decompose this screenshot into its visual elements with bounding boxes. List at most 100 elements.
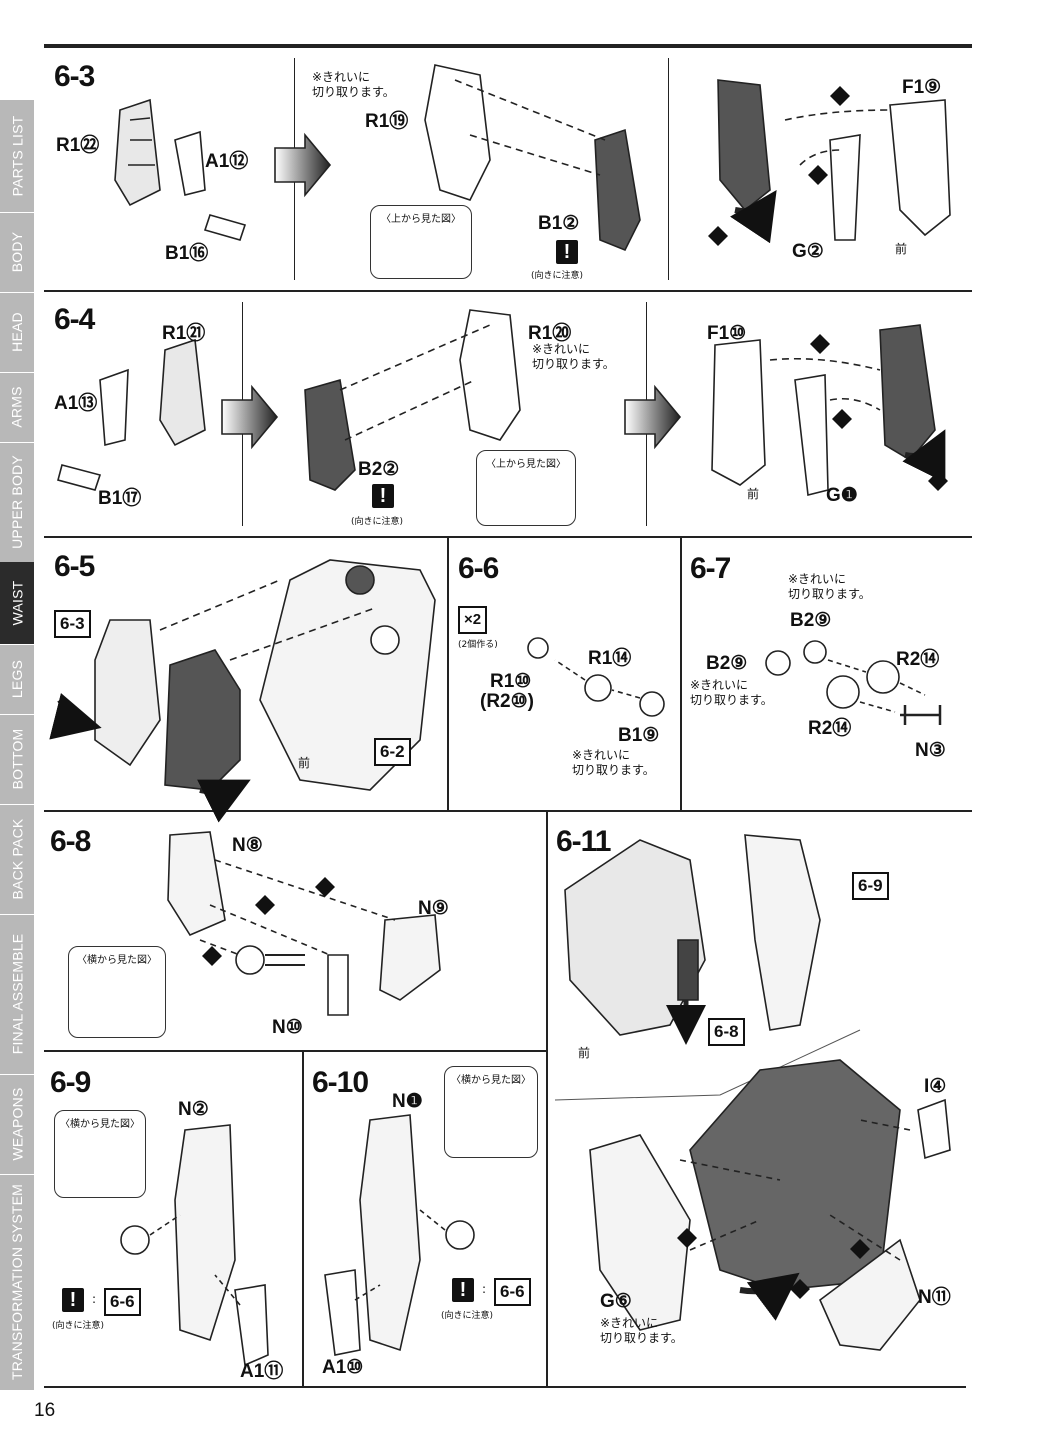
part-frame: [114, 98, 161, 207]
sidebar-tab-transformation-system[interactable]: TRANSFORMATION SYSTEM: [0, 1174, 34, 1391]
reference-box: 6-9: [852, 872, 889, 900]
part-label: A1⑪: [240, 1361, 284, 1382]
part-i4: [917, 1098, 951, 1160]
step-number-6-4: 6-4: [54, 303, 95, 336]
colon-separator: :: [482, 1282, 487, 1296]
sidebar-tab-body[interactable]: BODY: [0, 212, 34, 293]
part-frame: [159, 338, 206, 447]
part-armor-inner: [164, 649, 241, 791]
part-label: N⑨: [418, 898, 449, 919]
part-f1: [711, 339, 766, 486]
cut-note: ※きれいに 切り取ります。: [312, 70, 395, 99]
reference-box: 6-2: [374, 738, 411, 766]
front-label: 前: [578, 1046, 591, 1060]
part-label: N③: [915, 740, 946, 761]
divider: [44, 1050, 546, 1052]
front-label: 前: [298, 756, 311, 770]
sidebar-tab-bottom[interactable]: BOTTOM: [0, 714, 34, 805]
part-label: R1⑩: [490, 671, 532, 692]
part-a1: [324, 1269, 361, 1356]
front-label: 前: [895, 242, 908, 256]
orientation-note: (向きに注意): [441, 1311, 494, 1321]
quantity-box: ×2: [458, 606, 488, 634]
warning-icon: !: [452, 1278, 474, 1302]
part-label: A1⑫: [205, 151, 249, 172]
part-cylinder: [327, 954, 349, 1016]
step-number-6-10: 6-10: [312, 1066, 369, 1099]
orientation-note: (向きに注意): [52, 1321, 105, 1331]
part-label: R2⑭: [808, 718, 852, 739]
part-label: N②: [178, 1099, 209, 1120]
part-waist-body: [259, 559, 436, 791]
process-arrow: [274, 132, 332, 198]
part-a1: [234, 1284, 269, 1367]
warning-icon: !: [372, 484, 394, 508]
part-g: [794, 374, 829, 496]
part-label: A1⑩: [322, 1357, 364, 1378]
cut-note: ※きれいに 切り取ります。: [600, 1316, 683, 1345]
part-label: G❶: [826, 485, 858, 506]
step-number-6-11: 6-11: [556, 825, 611, 858]
part-label: F1⑩: [707, 323, 747, 344]
part-n11: [819, 1238, 921, 1351]
warning-icon: !: [556, 240, 578, 264]
sidebar-tab-arms[interactable]: ARMS: [0, 372, 34, 443]
part-label: R1㉒: [56, 135, 100, 156]
reference-box: 6-8: [708, 1018, 745, 1046]
part-label: B1⑯: [165, 243, 209, 264]
part-frame: [304, 378, 356, 491]
step-number-6-5: 6-5: [54, 550, 95, 583]
part-frame: [717, 79, 771, 212]
top-view-caption: 〈上から見た図〉: [381, 214, 461, 225]
divider: [546, 812, 548, 1386]
colon-separator: :: [92, 1292, 97, 1306]
part-label: I④: [924, 1076, 947, 1097]
sidebar-tab-final-assemble[interactable]: FINAL ASSEMBLE: [0, 914, 34, 1075]
part-label: B1②: [538, 213, 580, 234]
part-label: R2⑭: [896, 649, 940, 670]
part-g: [829, 134, 861, 241]
step-number-6-3: 6-3: [54, 60, 95, 93]
top-view-inset: 〈上から見た図〉: [476, 450, 576, 526]
part-label: N⑪: [918, 1287, 951, 1308]
part-frame: [879, 324, 936, 462]
step-number-6-9: 6-9: [50, 1066, 91, 1099]
part-label: R1⑲: [365, 111, 409, 132]
part-assembled-skirt: [689, 1059, 901, 1291]
sidebar-tab-parts-list[interactable]: PARTS LIST: [0, 100, 34, 213]
part-label: B2⑨: [790, 610, 832, 631]
part-frame: [167, 831, 226, 937]
side-view-inset: 〈横から見た図〉: [54, 1110, 146, 1198]
part-label: G②: [792, 241, 824, 262]
process-arrow: [624, 384, 682, 450]
part-label: B2②: [358, 459, 400, 480]
sidebar-tab-legs[interactable]: LEGS: [0, 644, 34, 715]
sidebar-tab-head[interactable]: HEAD: [0, 292, 34, 373]
top-view-caption: 〈上から見た図〉: [486, 459, 566, 470]
part-label: B1⑰: [98, 488, 142, 509]
divider: [44, 810, 972, 812]
part-label: R1㉑: [162, 323, 206, 344]
warning-icon: !: [62, 1288, 84, 1312]
divider: [668, 58, 669, 280]
side-view-caption: 〈横から見た図〉: [77, 955, 157, 966]
part-label: B1⑨: [618, 725, 660, 746]
reference-box: 6-6: [104, 1288, 141, 1316]
part-f1: [889, 99, 951, 237]
part-label: R1⑭: [588, 648, 632, 669]
divider: [302, 1052, 304, 1386]
part-leg-frame: [174, 1124, 236, 1342]
part-frame: [594, 128, 641, 252]
part-r1: [424, 64, 491, 201]
side-view-caption: 〈横から見た図〉: [451, 1075, 531, 1086]
step-number-6-6: 6-6: [458, 552, 499, 585]
part-joint-rod: [677, 939, 699, 1001]
sidebar-tab-waist[interactable]: WAIST: [0, 562, 34, 645]
part-label: N⑧: [232, 835, 263, 856]
sidebar-tab-weapons[interactable]: WEAPONS: [0, 1074, 34, 1175]
side-view-inset: 〈横から見た図〉: [68, 946, 166, 1038]
part-b1: [57, 464, 102, 491]
sidebar-tab-back-pack[interactable]: BACK PACK: [0, 804, 34, 915]
cut-note: ※きれいに 切り取ります。: [788, 572, 871, 601]
